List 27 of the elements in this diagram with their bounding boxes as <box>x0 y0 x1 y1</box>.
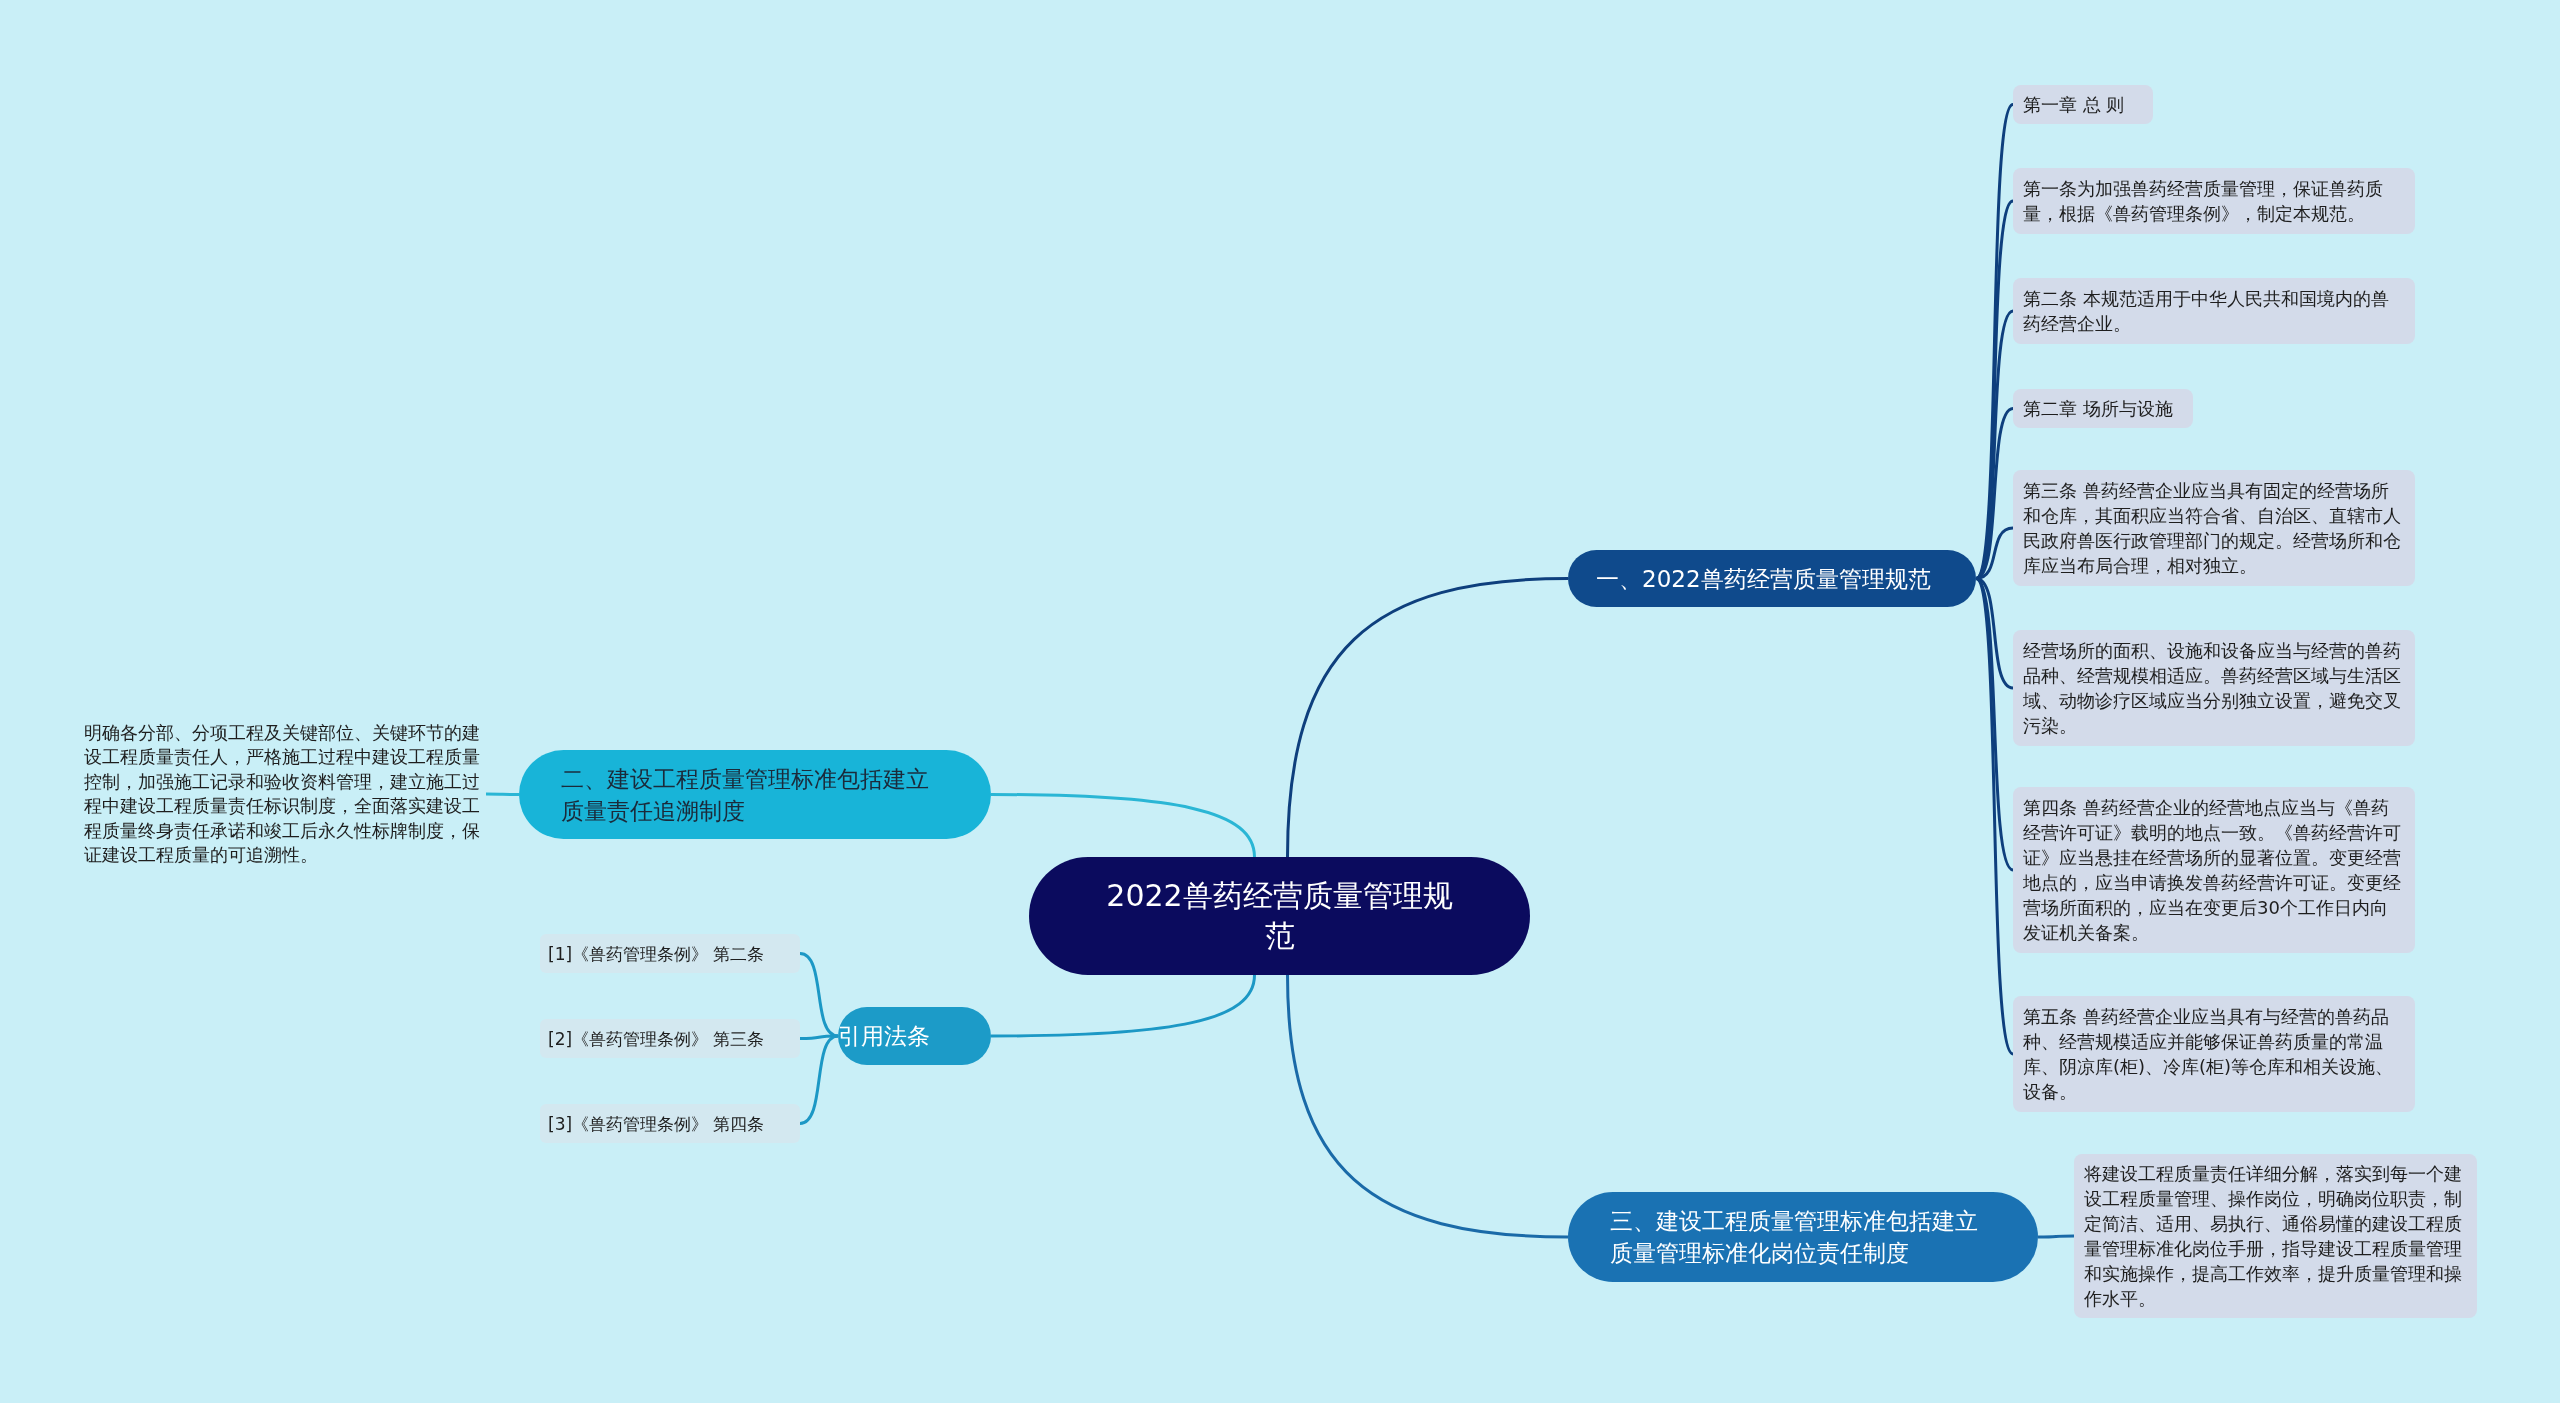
central-topic: 2022兽药经营质量管理规范 <box>1029 857 1530 975</box>
detail-card: 第四条 兽药经营企业的经营地点应当与《兽药经营许可证》载明的地点一致。《兽药经营许可证》应当悬挂在经营场所的显著位置。变更经营地点的，应当申请换发兽药经营许可证。变更经营场所面积的，应当在变更后30个工作日内向发证机关备案。 <box>2013 787 2415 953</box>
connector <box>1286 577 1569 858</box>
note-text: 明确各分部、分项工程及关键部位、关键环节的建设工程质量责任人，严格施工过程中建设工程质量控制，加强施工记录和验收资料管理，建立施工过程中建设工程质量责任标识制度，全面落实建设工程质量终身责任承诺和竣工后永久性标牌制度，保证建设工程质量的可追溯性。 <box>84 704 486 884</box>
detail-card: 第三条 兽药经营企业应当具有固定的经营场所和仓库，其面积应当符合省、自治区、直辖市人民政府兽医行政管理部门的规定。经营场所和仓库应当布局合理，相对独立。 <box>2013 470 2415 586</box>
citation-card: [2]《兽药管理条例》 第三条 <box>540 1019 800 1058</box>
connector <box>991 793 1256 858</box>
branch-topic: 引用法条 <box>838 1007 991 1065</box>
detail-card: 第一章 总 则 <box>2013 85 2153 124</box>
detail-card: 第一条为加强兽药经营质量管理，保证兽药质量，根据《兽药管理条例》，制定本规范。 <box>2013 168 2415 234</box>
citation-card: [1]《兽药管理条例》 第二条 <box>540 934 800 973</box>
detail-card: 第二章 场所与设施 <box>2013 389 2193 428</box>
branch-topic: 一、2022兽药经营质量管理规范 <box>1568 550 1976 607</box>
connector <box>1286 974 1569 1239</box>
detail-card: 第二条 本规范适用于中华人民共和国境内的兽药经营企业。 <box>2013 278 2415 344</box>
connector <box>799 1034 839 1125</box>
branch-topic: 二、建设工程质量管理标准包括建立质量责任追溯制度 <box>519 750 991 839</box>
detail-card: 经营场所的面积、设施和设备应当与经营的兽药品种、经营规模相适应。兽药经营区域与生活区域、动物诊疗区域应当分别独立设置，避免交叉污染。 <box>2013 630 2415 746</box>
branch-topic: 三、建设工程质量管理标准包括建立质量管理标准化岗位责任制度 <box>1568 1192 2038 1282</box>
connector <box>486 792 519 796</box>
connector <box>799 952 839 1038</box>
connector <box>991 974 1256 1038</box>
connector <box>1974 577 2015 1055</box>
connector <box>2038 1234 2074 1239</box>
citation-card: [3]《兽药管理条例》 第四条 <box>540 1104 800 1143</box>
detail-card: 将建设工程质量责任详细分解，落实到每一个建设工程质量管理、操作岗位，明确岗位职责，制定简洁、适用、易执行、通俗易懂的建设工程质量管理标准化岗位手册，指导建设工程质量管理和实施操作，提高工作效率，提升质量管理和操作水平。 <box>2074 1154 2477 1318</box>
detail-card: 第五条 兽药经营企业应当具有与经营的兽药品种、经营规模适应并能够保证兽药质量的常温库、阴凉库(柜)、冷库(柜)等仓库和相关设施、设备。 <box>2013 996 2415 1112</box>
